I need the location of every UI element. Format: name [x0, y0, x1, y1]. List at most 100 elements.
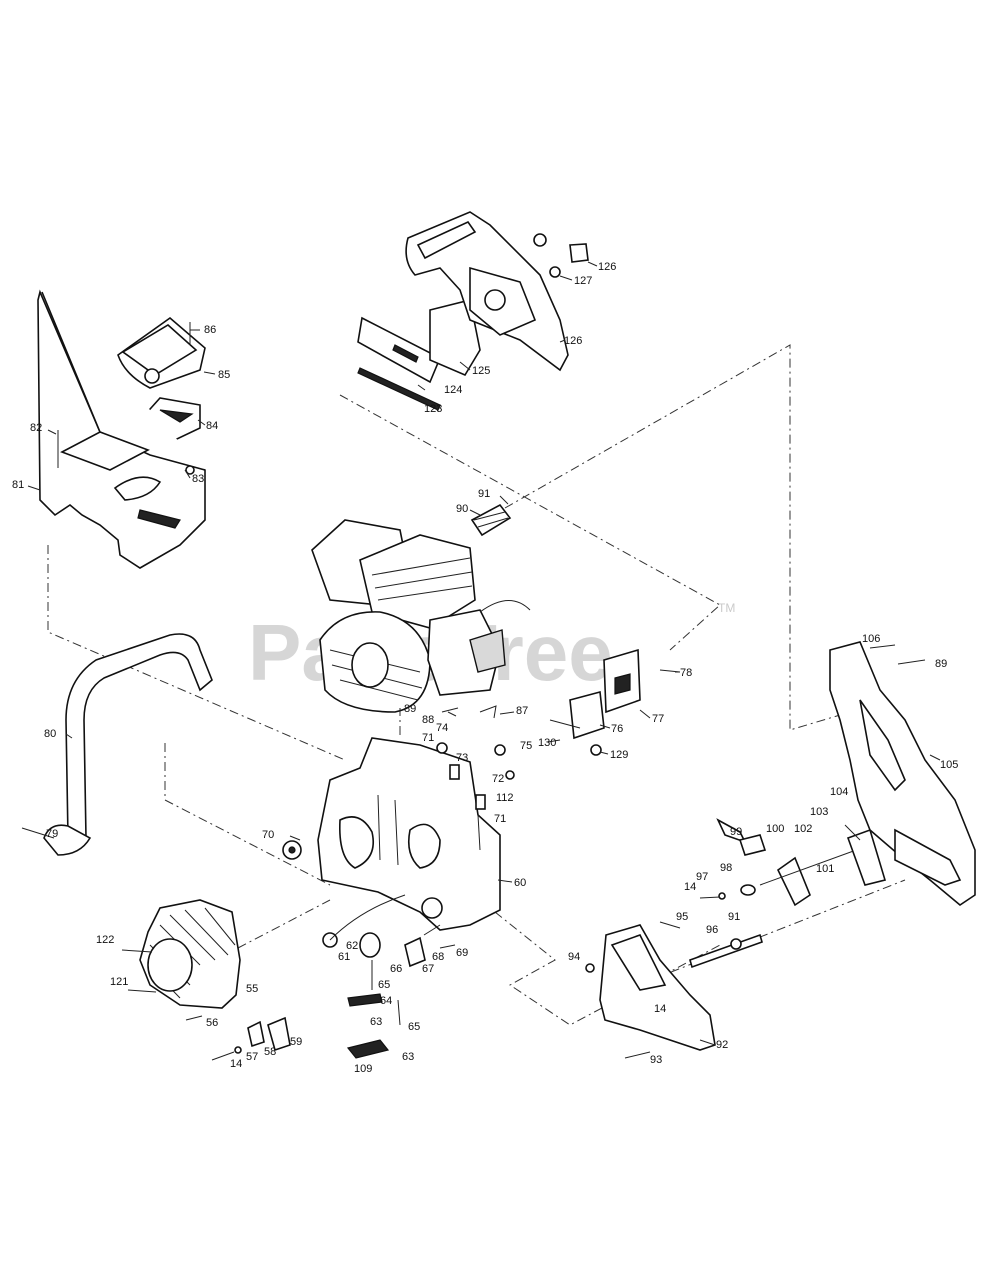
engine-carburetor	[427, 609, 501, 696]
starter-cup	[147, 938, 193, 992]
label-98: 98	[720, 862, 732, 874]
label-103: 103	[810, 806, 828, 818]
plate-109	[346, 1039, 390, 1059]
label-87: 87	[516, 705, 528, 717]
label-89a: 89	[404, 703, 416, 715]
sleeve-72	[475, 794, 486, 810]
rear-handle-slot	[137, 509, 181, 529]
sprocket-cover-hub	[484, 289, 506, 311]
tank-cap-62	[359, 932, 381, 958]
engine-fins	[371, 557, 473, 601]
label-93: 93	[650, 1054, 662, 1066]
plate-77-slot	[614, 673, 631, 695]
label-89b: 89	[935, 658, 947, 670]
label-109: 109	[354, 1063, 372, 1075]
label-61: 61	[338, 951, 350, 963]
plate-76	[569, 690, 605, 740]
label-66: 66	[390, 963, 402, 975]
sleeve-73	[449, 764, 460, 780]
spring-91b	[730, 938, 742, 950]
guide-line-tube	[164, 743, 331, 886]
label-69: 69	[456, 947, 468, 959]
label-68: 68	[432, 951, 444, 963]
screw-89b	[897, 659, 926, 665]
label-71b: 71	[494, 813, 506, 825]
engine-hub	[351, 642, 389, 688]
label-71a: 71	[422, 732, 434, 744]
pawl-58	[247, 1020, 265, 1048]
label-14c: 14	[654, 1003, 666, 1015]
label-57: 57	[246, 1051, 258, 1063]
sprocket-cover-handle	[416, 220, 477, 260]
label-73: 73	[456, 752, 468, 764]
screw-121	[127, 989, 157, 993]
label-100: 100	[766, 823, 784, 835]
label-102: 102	[794, 823, 812, 835]
valve-66	[404, 936, 426, 968]
washer-57	[234, 1046, 242, 1054]
rear-handle-opening	[113, 476, 162, 501]
label-56: 56	[206, 1017, 218, 1029]
label-104: 104	[830, 786, 848, 798]
stud-71	[477, 814, 481, 851]
starter-assembly	[121, 899, 291, 1061]
label-94: 94	[568, 951, 580, 963]
label-124: 124	[444, 384, 462, 396]
label-88: 88	[422, 714, 434, 726]
washer-74	[436, 742, 448, 754]
label-97: 97	[696, 871, 708, 883]
nut-94	[585, 963, 595, 973]
label-90: 90	[456, 503, 468, 515]
front-handle-tube	[65, 633, 213, 845]
top-cover-hole	[144, 368, 160, 384]
label-122: 122	[96, 934, 114, 946]
screw-68	[439, 944, 456, 949]
screw-14-brake	[699, 896, 721, 899]
label-123: 123	[424, 403, 442, 415]
label-130: 130	[538, 737, 556, 749]
engine-intake	[469, 629, 506, 673]
label-65b: 65	[408, 1021, 420, 1033]
label-129: 129	[610, 749, 628, 761]
label-74: 74	[436, 722, 448, 734]
bar-cap	[569, 243, 589, 263]
air-filter-slot	[159, 409, 194, 423]
label-91a: 91	[478, 488, 490, 500]
leader-lines	[27, 261, 941, 1046]
pawl-100	[738, 834, 767, 856]
label-64: 64	[380, 995, 392, 1007]
lever-101	[776, 856, 811, 907]
label-79: 79	[46, 828, 58, 840]
label-63a: 63	[370, 1016, 382, 1028]
part-labels: 86 85 84 83 82 81 80 79 123 124 125 126 …	[12, 261, 958, 1075]
label-58: 58	[264, 1046, 276, 1058]
screw-56	[185, 1015, 203, 1021]
crankcase-fittings	[282, 742, 515, 860]
oil-hose	[329, 894, 406, 941]
label-95: 95	[676, 911, 688, 923]
watermark-trademark: TM	[718, 601, 735, 615]
screw-14-starter	[211, 1051, 235, 1061]
clip-87	[479, 705, 497, 719]
crankcase-ribs	[377, 794, 399, 866]
hand-guard	[585, 921, 763, 1059]
guide-line-brake	[599, 879, 906, 1001]
label-65a: 65	[378, 979, 390, 991]
side-housing	[829, 641, 976, 906]
screw-106	[869, 644, 896, 649]
label-86: 86	[204, 324, 216, 336]
bracket-64	[347, 993, 383, 1007]
crankcase	[317, 737, 501, 931]
label-125: 125	[472, 365, 490, 377]
engine-assembly	[311, 503, 531, 713]
label-121: 121	[110, 976, 128, 988]
oil-system	[322, 894, 456, 1059]
front-handle	[21, 633, 213, 856]
label-126a: 126	[564, 335, 582, 347]
link-rod	[759, 844, 871, 886]
top-cover-inner	[121, 324, 198, 376]
rear-handle-top	[60, 431, 150, 471]
label-78: 78	[680, 667, 692, 679]
bar-washer	[549, 266, 561, 278]
